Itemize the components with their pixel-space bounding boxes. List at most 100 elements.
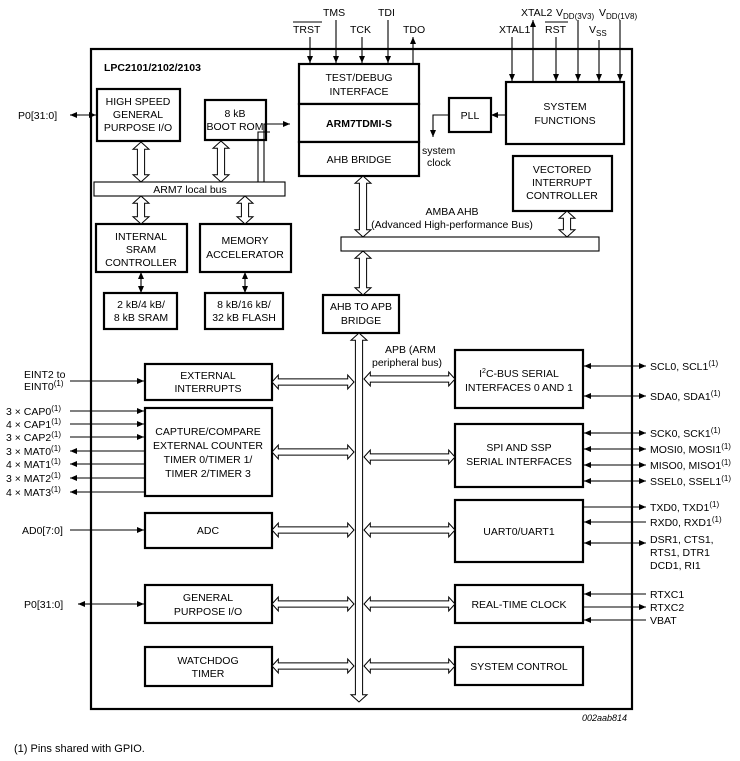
pin-tdo: TDO — [403, 24, 425, 36]
svg-text:SPI AND SSP: SPI AND SSP — [486, 442, 551, 454]
gpio-apb-connector — [271, 595, 355, 613]
rtc-apb-connector — [363, 595, 456, 613]
timers-block — [143, 406, 274, 498]
mem-accel-bus-connector — [235, 195, 255, 225]
svg-text:PLL: PLL — [461, 110, 480, 122]
svg-text:EXTERNAL COUNTER: EXTERNAL COUNTER — [153, 440, 263, 452]
vic-connector — [557, 210, 577, 238]
svg-text:peripheral bus): peripheral bus) — [372, 357, 442, 369]
svg-text:SERIAL INTERFACES: SERIAL INTERFACES — [466, 456, 572, 468]
hs-gpio-block — [95, 87, 182, 143]
ahb-apb-connector — [353, 250, 373, 296]
bus-connectors — [131, 140, 577, 703]
svg-text:8 kB SRAM: 8 kB SRAM — [114, 312, 168, 324]
svg-text:HIGH SPEED: HIGH SPEED — [106, 96, 171, 108]
ahb-bridge-label: AHB BRIDGE — [327, 154, 392, 166]
svg-text:EINT2 to: EINT2 to — [24, 369, 66, 381]
right-pins: SCL0, SCL1(1) SDA0, SDA1(1) SCK0, SCK1(1… — [584, 359, 731, 627]
i2c-apb-connector — [363, 370, 456, 388]
svg-text:32 kB FLASH: 32 kB FLASH — [212, 312, 276, 324]
pin-xtal1: XTAL1 — [499, 24, 530, 36]
svg-text:BRIDGE: BRIDGE — [341, 315, 381, 327]
chip-title: LPC2101/2102/2103 — [104, 62, 201, 74]
svg-text:SSEL0, SSEL1(1): SSEL0, SSEL1(1) — [650, 474, 731, 488]
svg-text:CONTROLLER: CONTROLLER — [526, 190, 598, 202]
svg-text:INTERRUPTS: INTERRUPTS — [174, 383, 241, 395]
svg-text:RTXC2: RTXC2 — [650, 602, 684, 614]
svg-text:INTERRUPT: INTERRUPT — [532, 177, 593, 189]
sram-ctrl-bus-connector — [131, 195, 151, 225]
svg-text:RXD0, RXD1(1): RXD0, RXD1(1) — [650, 515, 722, 529]
system-functions-block — [504, 80, 626, 146]
arm7-label: ARM7TDMI-S — [326, 118, 392, 130]
ext-int-apb-connector — [271, 373, 355, 391]
memory-accelerator-block — [198, 222, 293, 274]
svg-text:TIMER 0/TIMER 1/: TIMER 0/TIMER 1/ — [164, 454, 253, 466]
gpio-block — [143, 583, 274, 625]
svg-text:I2C-BUS SERIAL: I2C-BUS SERIAL — [479, 368, 559, 380]
svg-text:INTERFACES 0 AND 1: INTERFACES 0 AND 1 — [465, 382, 573, 394]
svg-text:MEMORY: MEMORY — [221, 235, 268, 247]
rtc-block — [453, 583, 585, 625]
svg-text:SYSTEM CONTROL: SYSTEM CONTROL — [470, 661, 568, 673]
image-code: 002aab814 — [582, 713, 627, 723]
svg-text:8 kB/16 kB/: 8 kB/16 kB/ — [217, 299, 271, 311]
boot-rom-block — [203, 98, 268, 142]
spi-apb-connector — [363, 448, 456, 466]
uart-block — [453, 498, 585, 564]
svg-text:2 kB/4 kB/: 2 kB/4 kB/ — [117, 299, 165, 311]
ahb-apb-bridge-block — [321, 293, 401, 335]
svg-text:REAL-TIME CLOCK: REAL-TIME CLOCK — [471, 599, 566, 611]
wdt-apb-connector — [271, 657, 355, 675]
svg-text:ACCELERATOR: ACCELERATOR — [206, 249, 284, 261]
svg-text:CAPTURE/COMPARE: CAPTURE/COMPARE — [155, 426, 260, 438]
svg-text:3 × CAP0(1): 3 × CAP0(1) — [6, 404, 61, 418]
svg-text:DSR1, CTS1,: DSR1, CTS1, — [650, 534, 714, 546]
svg-text:8 kB: 8 kB — [224, 108, 245, 120]
pin-tdi: TDI — [378, 7, 395, 19]
timers-apb-connector — [271, 443, 355, 461]
pin-p0-top: P0[31:0] — [18, 110, 57, 122]
pin-vss: VSS — [589, 24, 607, 38]
svg-text:MISO0, MISO1(1): MISO0, MISO1(1) — [650, 458, 731, 472]
svg-text:AHB TO APB: AHB TO APB — [330, 301, 392, 313]
arm7-local-bus — [93, 181, 286, 197]
svg-text:UART0/UART1: UART0/UART1 — [483, 526, 555, 538]
spi-block — [453, 422, 585, 489]
svg-text:GENERAL: GENERAL — [113, 109, 163, 121]
apb-label: APB (ARM — [385, 344, 436, 356]
sram-block — [102, 291, 179, 331]
svg-text:3 × CAP2(1): 3 × CAP2(1) — [6, 430, 61, 444]
svg-text:SRAM: SRAM — [126, 244, 156, 256]
svg-text:4 × CAP1(1): 4 × CAP1(1) — [6, 417, 61, 431]
svg-text:P0[31:0]: P0[31:0] — [24, 599, 63, 611]
svg-text:PURPOSE I/O: PURPOSE I/O — [104, 122, 172, 134]
pin-tck: TCK — [350, 24, 371, 36]
svg-text:BOOT ROM: BOOT ROM — [207, 121, 264, 133]
svg-text:VBAT: VBAT — [650, 615, 677, 627]
svg-text:3 × MAT0(1): 3 × MAT0(1) — [6, 444, 61, 458]
svg-text:SCK0, SCK1(1): SCK0, SCK1(1) — [650, 426, 721, 440]
svg-text:SCL0, SCL1(1): SCL0, SCL1(1) — [650, 359, 718, 373]
uart-apb-connector — [363, 521, 456, 539]
svg-text:(Advanced High-performance Bus: (Advanced High-performance Bus) — [371, 219, 533, 231]
svg-text:CONTROLLER: CONTROLLER — [105, 257, 177, 269]
svg-text:EINT0(1): EINT0(1) — [24, 379, 64, 393]
pin-tms: TMS — [323, 7, 345, 19]
svg-text:VECTORED: VECTORED — [533, 164, 592, 176]
apb-bus-arrow — [349, 332, 369, 703]
adc-block — [143, 511, 274, 550]
amba-ahb-bus — [340, 236, 600, 252]
svg-text:DCD1, RI1: DCD1, RI1 — [650, 560, 701, 572]
svg-text:TXD0, TXD1(1): TXD0, TXD1(1) — [650, 500, 719, 514]
external-interrupts-block — [143, 362, 274, 402]
svg-text:3 × MAT2(1): 3 × MAT2(1) — [6, 471, 61, 485]
top-pins: TRST TMS TCK TDI TDO XTAL1 XTAL2 RST VDD… — [293, 7, 637, 81]
svg-text:4 × MAT1(1): 4 × MAT1(1) — [6, 457, 61, 471]
pin-vdd1v8: VDD(1V8) — [599, 7, 637, 21]
pin-rst: RST — [545, 24, 567, 36]
svg-text:RTXC1: RTXC1 — [650, 589, 684, 601]
svg-text:RTS1, DTR1: RTS1, DTR1 — [650, 547, 710, 559]
svg-text:4 × MAT3(1): 4 × MAT3(1) — [6, 485, 61, 499]
svg-text:TEST/DEBUG: TEST/DEBUG — [325, 72, 392, 84]
